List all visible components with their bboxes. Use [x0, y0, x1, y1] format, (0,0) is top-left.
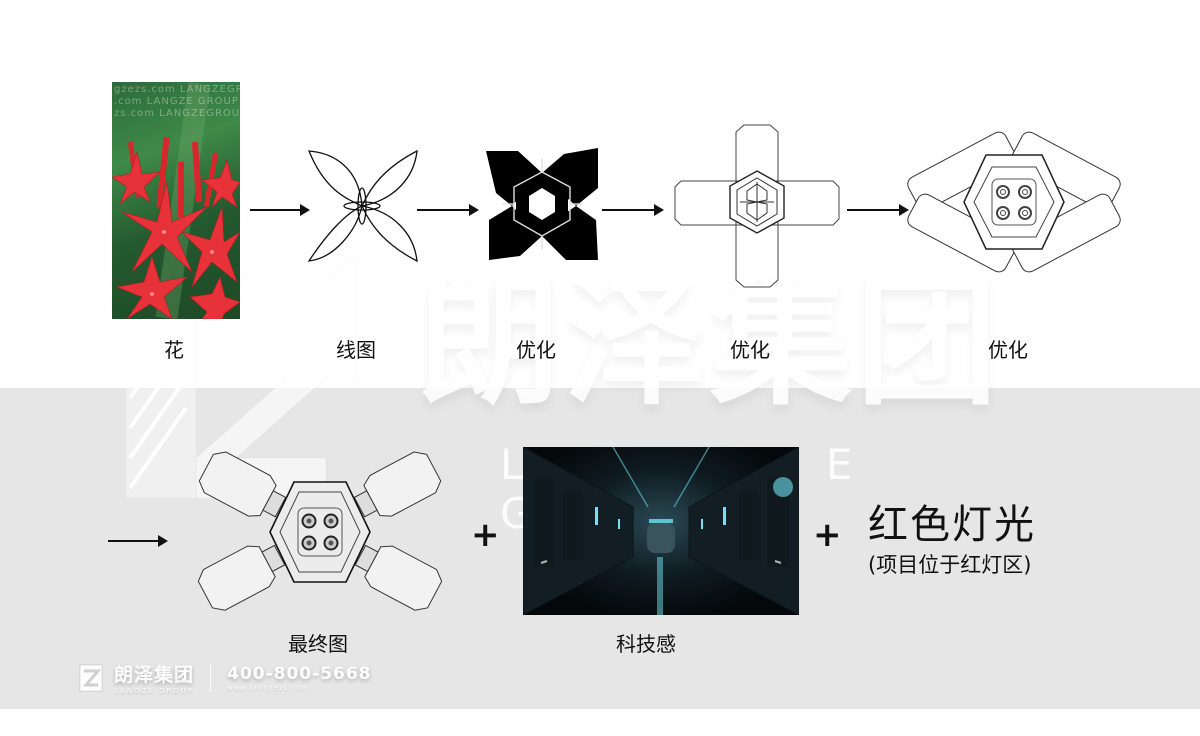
step-label-line-drawing: 线图: [336, 338, 376, 362]
red-flower-photo: gzezs.com LANGZEGROUP .com LANGZE GROUP …: [112, 82, 240, 319]
step-label-optimize-1: 优化: [516, 338, 556, 362]
flow-arrow: [250, 204, 310, 216]
scifi-corridor-icon: [523, 447, 799, 615]
photo-watermark-line: gzezs.com LANGZEGROUP: [114, 84, 240, 95]
four-petal-hexagon-solid-icon: [486, 148, 598, 260]
photo-watermark-line: .com LANGZE GROUP: [114, 96, 239, 107]
step-label-optimize-3: 优化: [988, 338, 1028, 362]
final-diagram-label: 最终图: [288, 632, 348, 656]
scifi-corridor-photo: [523, 447, 799, 615]
plus-operator: +: [813, 515, 842, 555]
flow-arrow: [847, 204, 909, 216]
watermark-brand-cn: 朗泽集团: [418, 260, 1002, 425]
flow-arrow: [602, 204, 664, 216]
plus-operator: +: [471, 515, 500, 555]
red-light-note: (项目位于红灯区): [868, 553, 1032, 577]
photo-watermark-line: zs.com LANGZEGROUP WWW: [114, 108, 240, 119]
footer-brand-en: LANGZE GROUP: [114, 687, 195, 695]
footer-phone: 400-800-5668: [227, 663, 372, 684]
footer-website: www.langzezs.com: [227, 683, 310, 692]
x-arms-hexagon-leds-icon: [907, 131, 1121, 273]
scifi-label: 科技感: [616, 632, 676, 656]
brand-logo-icon: [79, 664, 103, 691]
footer-brand: 朗泽集团 LANGZE GROUP 400-800-5668 www.langz…: [78, 660, 372, 695]
cross-hexagon-outline-icon: [674, 124, 840, 288]
flower-petals-icon: [112, 82, 240, 319]
footer-brand-cn: 朗泽集团: [114, 664, 195, 686]
final-x-arms-fixture-icon: [197, 451, 443, 611]
four-petal-outline-icon: [307, 149, 418, 263]
footer-divider: [210, 663, 212, 692]
red-light-title: 红色灯光: [868, 502, 1036, 548]
flow-arrow: [108, 535, 168, 547]
step-label-flower: 花: [164, 338, 184, 362]
step-label-optimize-2: 优化: [730, 338, 770, 362]
flow-arrow: [417, 204, 479, 216]
